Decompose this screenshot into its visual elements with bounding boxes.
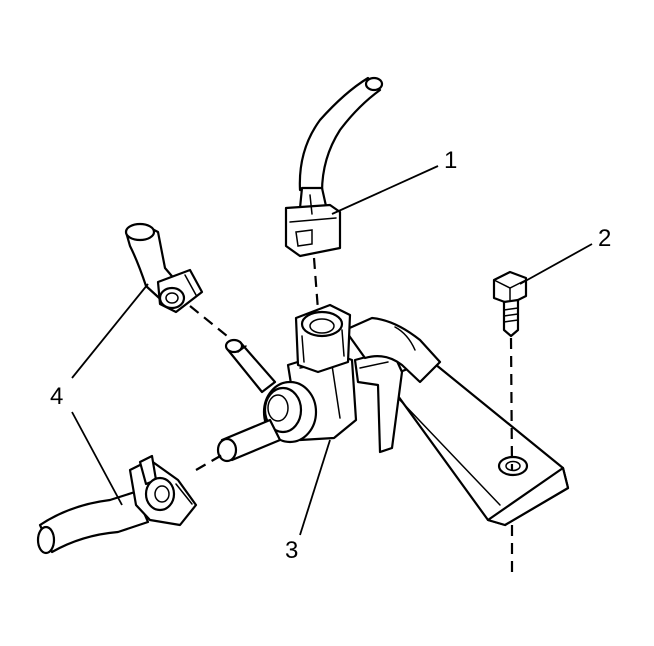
leader-2 [519,243,593,285]
callout-4: 4 [50,383,63,410]
alignment-lines [189,257,514,572]
leader-lines [71,165,593,536]
upper-hose-alignment-line [189,305,233,341]
solenoid-valve [216,303,442,463]
connector-alignment-line [312,257,320,311]
callout-3: 3 [285,537,298,564]
electrical-connector [284,76,384,258]
upper-hose [124,222,204,314]
callout-1: 1 [444,147,457,174]
bolt [492,270,528,338]
lower-hose-alignment-line [195,454,223,471]
leader-4-lower [71,411,123,506]
callout-2: 2 [598,225,611,252]
bolt-alignment-line [509,337,514,471]
lower-hose [36,454,198,555]
leader-1 [331,165,439,215]
mounting-bracket [353,348,570,527]
leader-4-upper [71,283,149,379]
leader-3 [299,439,331,536]
